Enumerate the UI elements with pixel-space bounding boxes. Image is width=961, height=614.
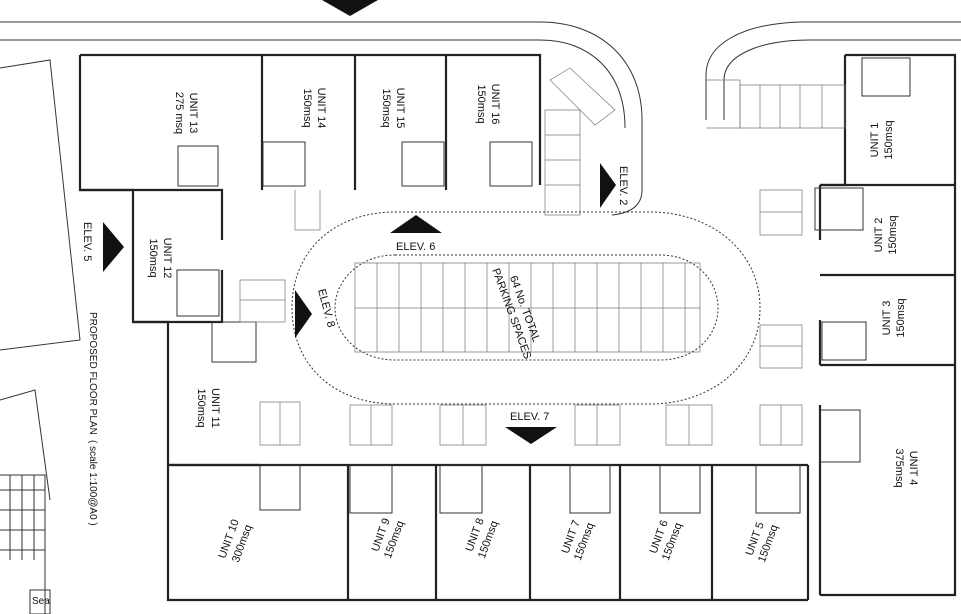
elev8-label: ELEV. 8: [315, 288, 337, 329]
unit-12-name: UNIT 12: [161, 238, 173, 279]
unit-13-label: UNIT 13 275 msq: [173, 92, 199, 134]
unit-7-label: UNIT 7 150msq: [560, 519, 597, 563]
stair-grid: [0, 474, 46, 614]
neighbour-building: [0, 59, 81, 614]
unit-1-area: 150msq: [883, 120, 895, 159]
central-roundabout: [291, 211, 761, 405]
unit-4-area: 375msq: [893, 448, 905, 487]
elev6-label: ELEV. 6: [396, 241, 435, 253]
unit-16-area: 150msq: [475, 84, 487, 123]
unit-2-label: UNIT 2 150msq: [873, 215, 899, 254]
unit-11-label: UNIT 11 150msq: [195, 388, 221, 428]
unit-2-area: 150msq: [887, 215, 899, 254]
elev5-marker: [103, 222, 124, 272]
unit-4-name: UNIT 4: [907, 451, 919, 486]
drawing-scale-text: ( scale 1:100@A0 ): [87, 440, 98, 526]
unit-2-name: UNIT 2: [873, 218, 885, 253]
north-arrow-marker: [322, 0, 378, 16]
parking-total-label: 64 No. TOTAL PARKING SPACES: [489, 267, 542, 361]
elev6-marker: [390, 215, 442, 233]
unit-8-label: UNIT 8 150msq: [464, 517, 501, 561]
unit-15-name: UNIT 15: [394, 88, 406, 129]
unit-5-label: UNIT 5 150msq: [744, 521, 781, 565]
title-block-fragment: Sea: [29, 589, 51, 614]
elev2-label: ELEV. 2: [617, 166, 629, 205]
unit-10-label: UNIT 10 300msq: [217, 518, 255, 564]
elev2-marker: [600, 163, 616, 208]
unit-11-name: UNIT 11: [209, 388, 221, 428]
drawing-title: PROPOSED FLOOR PLAN ( scale 1:100@A0 ): [87, 312, 98, 526]
elev8-marker: [295, 290, 312, 338]
building-walls: [78, 53, 957, 602]
unit-3-area: 150msq: [895, 298, 907, 337]
unit-3-name: UNIT 3: [881, 301, 893, 336]
unit-16-name: UNIT 16: [489, 84, 501, 125]
elev5-label: ELEV. 5: [81, 222, 93, 261]
sheet-fragment-text: Sea: [32, 596, 50, 607]
elev7-label: ELEV. 7: [510, 411, 549, 423]
site-boundary: [0, 0, 961, 216]
unit-13-name: UNIT 13: [187, 93, 199, 134]
unit-12-label: UNIT 12 150msq: [147, 238, 173, 279]
unit-4-label: UNIT 4 375msq: [893, 448, 919, 487]
central-parking-stalls: [354, 262, 701, 353]
loading-bays: [239, 67, 846, 446]
elev7-marker: [505, 427, 557, 444]
unit-11-area: 150msq: [195, 388, 207, 427]
unit-1-name: UNIT 1: [869, 123, 881, 158]
wc-cores: [176, 57, 911, 514]
unit-12-area: 150msq: [147, 238, 159, 277]
unit-15-label: UNIT 15 150msq: [380, 88, 406, 129]
unit-9-label: UNIT 9 150msq: [370, 517, 407, 561]
unit-14-label: UNIT 14 150msq: [301, 88, 327, 129]
unit-6-label: UNIT 6 150msq: [648, 519, 685, 563]
unit-16-label: UNIT 16 150msq: [475, 84, 501, 125]
unit-1-label: UNIT 1 150msq: [869, 120, 895, 159]
unit-14-name: UNIT 14: [315, 88, 327, 129]
drawing-title-text: PROPOSED FLOOR PLAN: [87, 312, 98, 435]
unit-14-area: 150msq: [301, 88, 313, 127]
unit-3-label: UNIT 3 150msq: [881, 298, 907, 337]
unit-13-area: 275 msq: [173, 92, 185, 134]
unit-15-area: 150msq: [380, 88, 392, 127]
